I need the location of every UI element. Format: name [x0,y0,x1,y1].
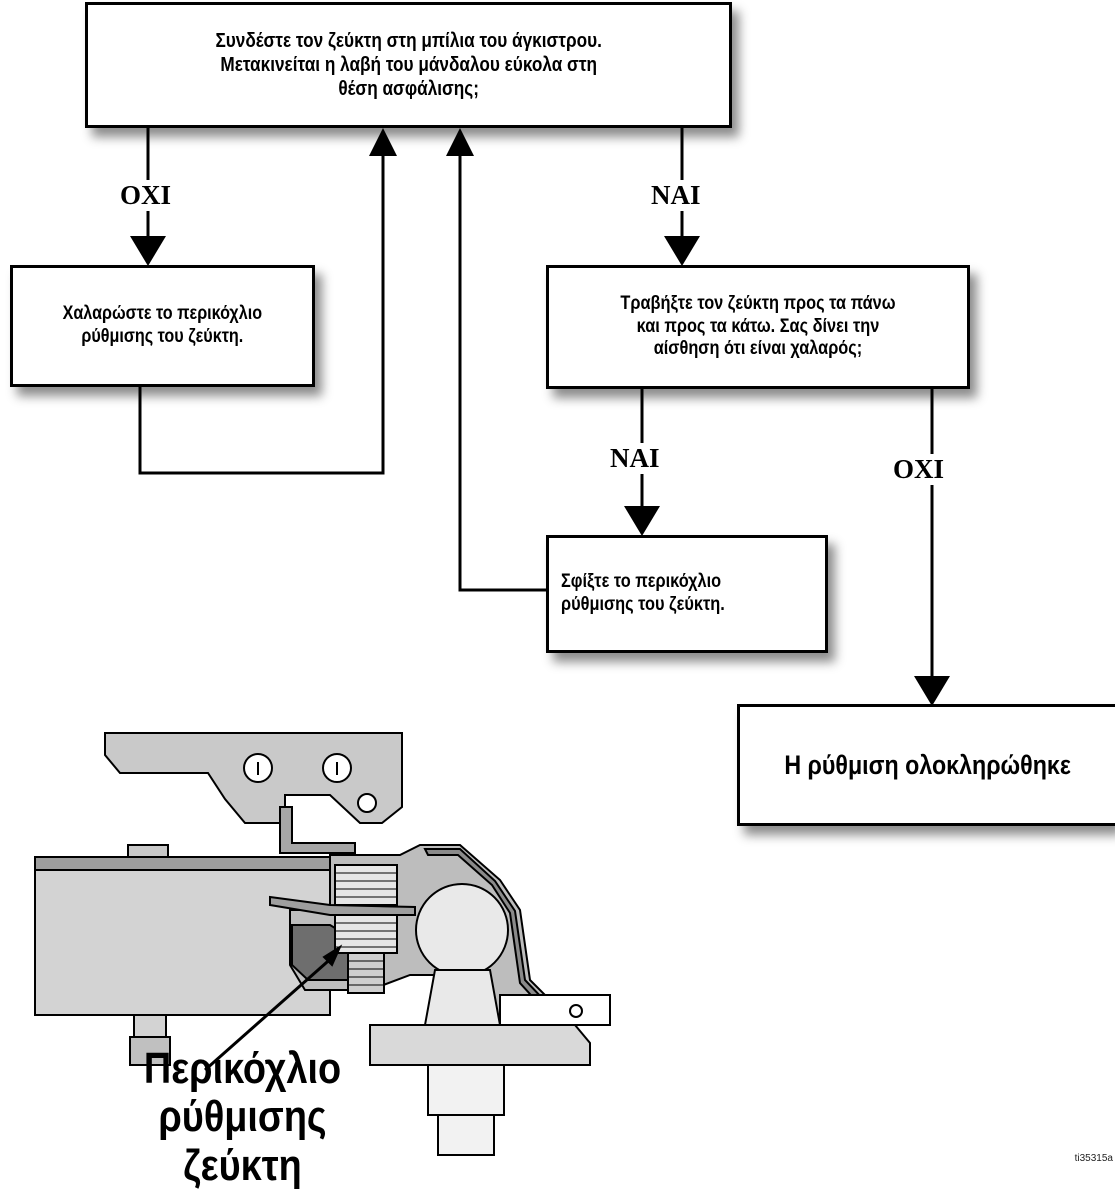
stem-threads [348,960,384,986]
text-line: Συνδέστε τον ζεύκτη στη μπίλια του άγκισ… [215,30,602,52]
result-text-adjustment-complete: Η ρύθμιση ολοκληρώθηκε [784,749,1071,780]
leader-arrowhead [322,944,343,967]
hitch-ball-neck [423,969,502,1026]
connector-loosen-to-q1 [138,132,385,475]
coupler-flange [269,895,416,916]
action-box-tighten-nut: Σφίξτε το περικόχλιο ρύθμισης του ζεύκτη… [546,535,828,653]
text-line: θέση ασφάλισης; [338,78,479,100]
result-box-adjustment-complete: Η ρύθμιση ολοκληρώθηκε [737,704,1115,826]
action-text-loosen-nut: Χαλαρώστε το περικόχλιο ρύθμισης του ζεύ… [63,303,262,349]
text-line: Μετακινείται η λαβή του μάνδαλου εύκολα … [220,54,597,76]
label-yes-check-play: NAI [651,180,701,211]
arrowhead-down-loosen [130,236,166,266]
adjustment-nut-caption: Περικόχλιο ρύθμισης ζεύκτη [111,1044,373,1190]
tongue-beam [34,864,331,1016]
label-no-loosen: OXI [120,180,172,211]
text-line: Χαλαρώστε το περικόχλιο [62,303,263,325]
text-line: Σφίξτε το περικόχλιο [561,571,722,593]
figure-id: ti35315a [1074,1153,1113,1164]
arrowhead-up-q1-left [369,128,397,156]
question-box-latch-handle: Συνδέστε τον ζεύκτη στη μπίλια του άγκισ… [85,2,732,128]
ball-mount-arm [499,994,611,1026]
text-line: ρύθμισης του ζεύκτη. [561,594,725,615]
pivot-hole [357,793,377,813]
question-text-coupler-play: Τραβήξτε τον ζεύκτη προς τα πάνω και προ… [620,293,895,361]
text-line: και προς τα κάτω. Σας δίνει την [636,315,880,337]
label-no-complete: OXI [893,454,945,485]
question-text-latch-handle: Συνδέστε τον ζεύκτη στη μπίλια του άγκισ… [215,29,601,101]
caption-line: ρύθμισης ζεύκτη [158,1092,327,1190]
ball-shank-nut [427,1064,505,1116]
ball-mount-plate [369,1024,591,1066]
arrowheads [130,128,950,706]
arrowhead-down-done [914,676,950,706]
question-box-coupler-play: Τραβήξτε τον ζεύκτη προς τα πάνω και προ… [546,265,970,389]
text-line: ρύθμισης του ζεύκτη. [81,326,244,347]
hitch-ball [415,883,509,977]
text-line: αίσθηση ότι είναι χαλαρός; [653,338,863,360]
mount-pin [569,1004,583,1018]
text-line: Τραβήξτε τον ζεύκτη προς τα πάνω [620,292,896,314]
caption-line: Περικόχλιο [143,1044,342,1093]
nut-lower-threads [335,922,397,948]
arrowhead-down-q2 [664,236,700,266]
action-box-loosen-nut: Χαλαρώστε το περικόχλιο ρύθμισης του ζεύ… [10,265,315,387]
leader-line [204,953,336,1072]
threaded-stem [347,952,385,994]
label-yes-tighten: NAI [610,443,660,474]
ball-shank-lower [437,1114,495,1156]
frame-nut-bottom [129,1036,171,1066]
arrowhead-up-q1-mid [446,128,474,156]
latch-pin [279,806,356,854]
frame-bolt-bottom [133,1014,167,1038]
arrowhead-down-tighten [624,506,660,536]
nut-upper-threads [335,872,397,898]
tongue-beam-top [34,856,331,871]
hitch-coupler-illustration [34,732,611,1156]
connector-tighten-to-q1 [458,132,546,592]
adjustment-nut-upper [334,864,398,906]
action-text-tighten-nut: Σφίξτε το περικόχλιο ρύθμισης του ζεύκτη… [561,571,725,617]
